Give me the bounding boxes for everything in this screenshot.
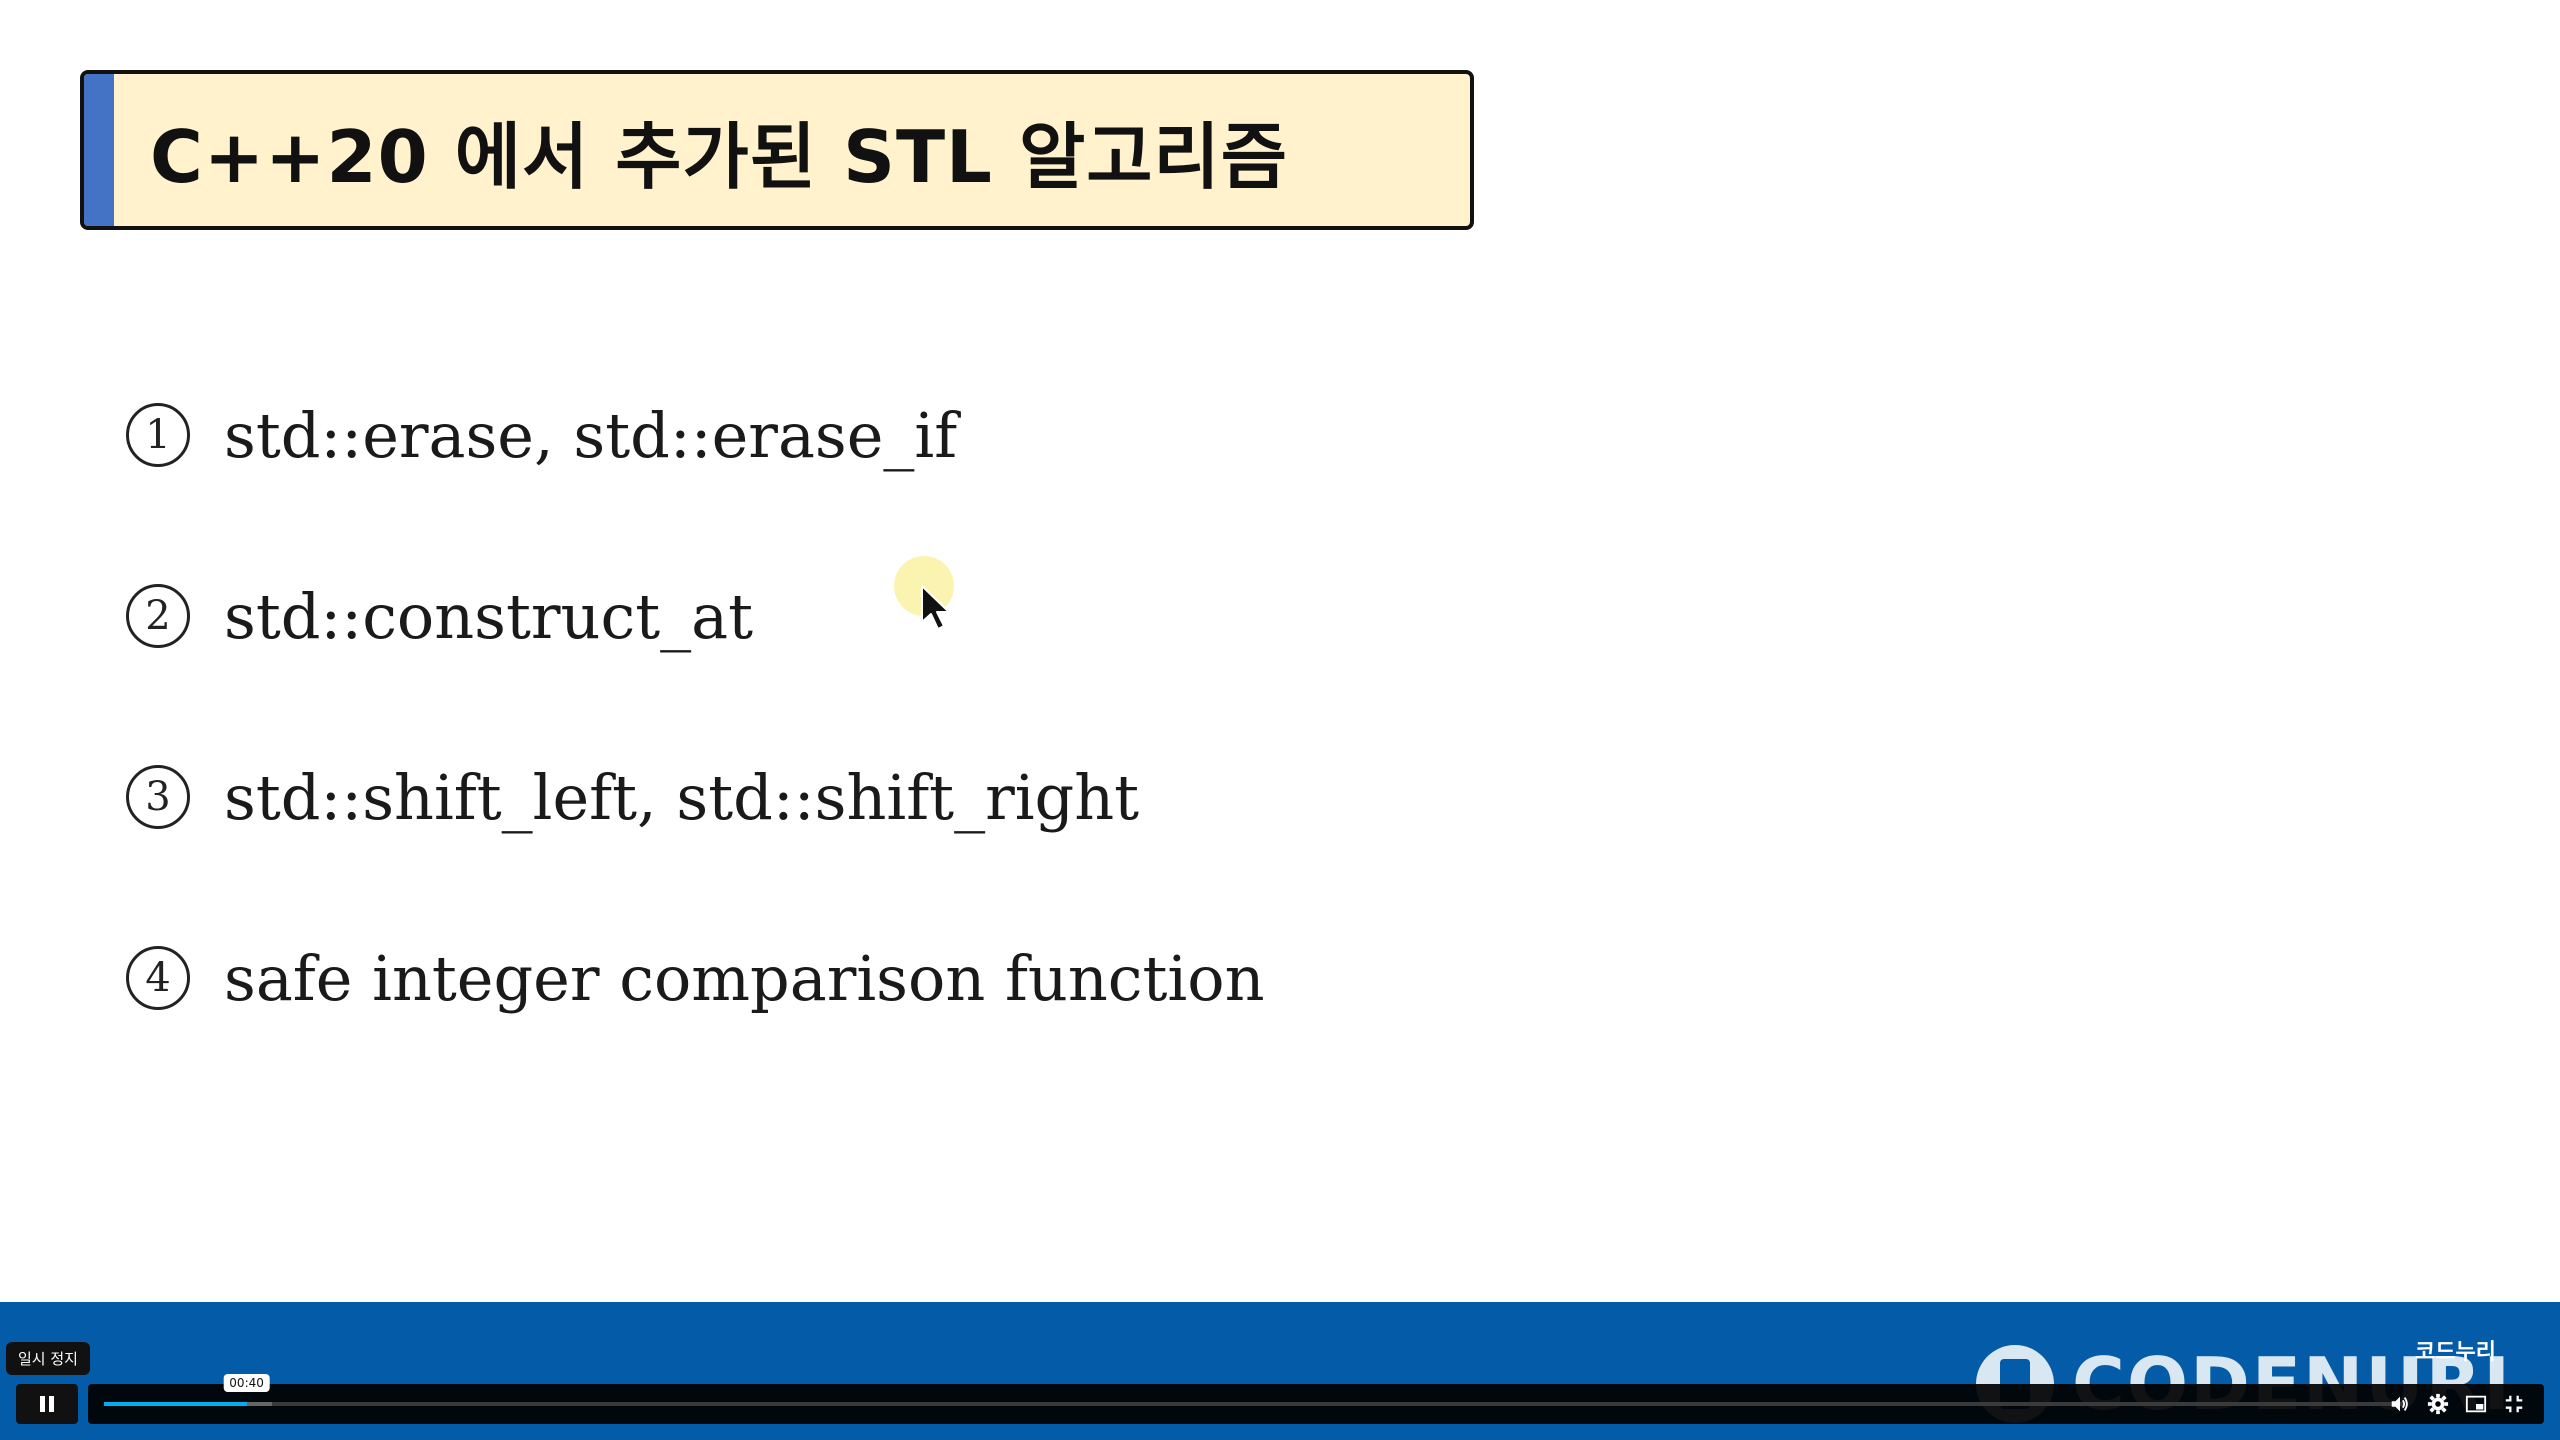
title-accent-bar [84,74,114,226]
pip-icon[interactable] [2464,1392,2488,1416]
progress-played [104,1402,247,1406]
item-number-badge: 1 [126,403,190,467]
item-text: std::construct_at [224,579,753,653]
pause-tooltip: 일시 정지 [6,1342,90,1375]
item-number-badge: 4 [126,946,190,1010]
item-number-badge: 3 [126,765,190,829]
list-item: 1 std::erase, std::erase_if [126,390,957,480]
current-time-label: 00:40 [223,1374,270,1392]
volume-icon[interactable] [2388,1392,2412,1416]
exit-fullscreen-icon[interactable] [2502,1392,2526,1416]
item-text: safe integer comparison function [224,941,1265,1015]
item-text: std::shift_left, std::shift_right [224,760,1140,834]
player-controls [0,1384,2560,1424]
pause-icon [40,1396,54,1412]
settings-icon[interactable] [2426,1392,2450,1416]
pause-button[interactable] [16,1384,78,1424]
brand-korean-name: 코드누리 [2415,1340,2496,1365]
mouse-cursor-icon [921,585,950,630]
list-item: 4 safe integer comparison function [126,933,1265,1023]
slide-title-box: C++20 에서 추가된 STL 알고리즘 [80,70,1474,230]
player-right-controls [2388,1384,2526,1424]
progress-bar[interactable] [104,1402,2404,1406]
list-item: 2 std::construct_at [126,571,753,661]
slide-title: C++20 에서 추가된 STL 알고리즘 [150,114,1288,199]
progress-area [88,1384,2544,1424]
item-number-badge: 2 [126,584,190,648]
item-text: std::erase, std::erase_if [224,398,958,472]
lecture-slide: C++20 에서 추가된 STL 알고리즘 1 std::erase, std:… [80,70,1474,1023]
list-item: 3 std::shift_left, std::shift_right [126,752,1139,842]
